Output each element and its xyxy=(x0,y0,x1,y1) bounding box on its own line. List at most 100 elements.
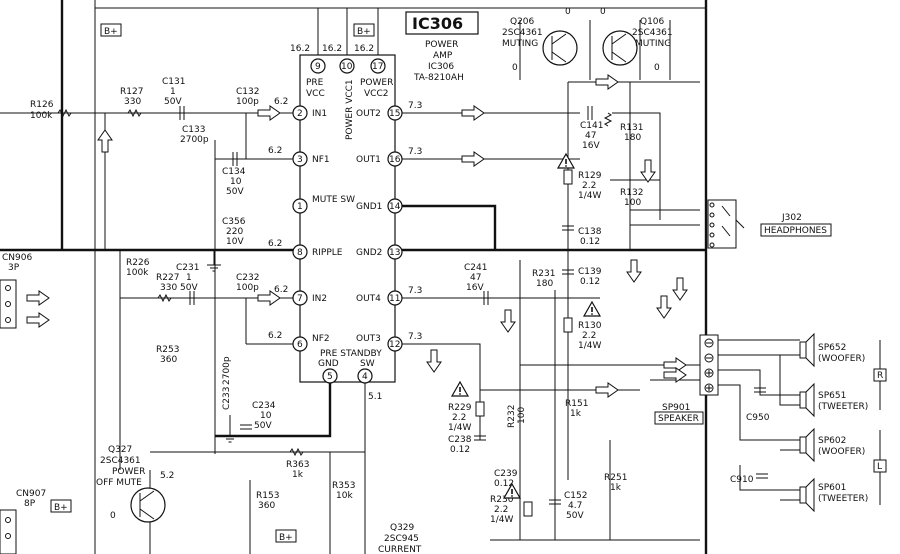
c231-rating: 50V xyxy=(180,283,198,293)
pin-9: 9 xyxy=(310,58,326,74)
c131-value: 1 xyxy=(170,87,176,97)
q106-function: MUTING xyxy=(635,39,671,49)
ic-ref-small: IC306 xyxy=(428,62,454,72)
svg-text:SP602: SP602 xyxy=(818,436,846,446)
pin-7-name: IN2 xyxy=(312,294,327,304)
c231-value: 1 xyxy=(186,273,192,283)
r132-ref: R132 xyxy=(620,188,643,198)
rail-label-4: B+ xyxy=(279,533,293,543)
ic-function-1: POWER xyxy=(425,40,458,50)
c239-ref: C239 xyxy=(494,469,518,479)
pin-5-name: GND xyxy=(318,359,339,369)
r253-value: 360 xyxy=(160,355,177,365)
v-pin11: 7.3 xyxy=(408,286,422,296)
j302-label: HEADPHONES xyxy=(764,226,827,236)
q329-ref: Q329 xyxy=(390,523,415,533)
c950-ref: C950 xyxy=(746,413,770,423)
c152-rating: 50V xyxy=(566,511,584,521)
pin-2: 2 xyxy=(292,105,308,121)
ic-part-number: TA-8210AH xyxy=(413,73,464,83)
vcc-label-power: POWER xyxy=(360,78,393,88)
c238-ref: C238 xyxy=(448,435,472,445)
q327-transistor: Q327 2SC4361 POWER OFF MUTE 5.2 0 xyxy=(96,445,174,523)
speaker-sp601: SP601 (TWEETER) xyxy=(799,477,868,513)
r229-value: 2.2 xyxy=(452,413,466,423)
r363-ref: R363 xyxy=(286,460,309,470)
q106-transistor: Q106 2SC4361 MUTING 0 0 xyxy=(600,7,673,73)
pin-14: 14 xyxy=(387,198,403,214)
ground-icon xyxy=(206,264,238,443)
r131-value: 180 xyxy=(624,133,641,143)
pin-5: 5 xyxy=(322,368,338,384)
j302-headphone-jack: J302 HEADPHONES xyxy=(707,199,832,249)
v-pin7: 6.2 xyxy=(274,285,288,295)
svg-text:2: 2 xyxy=(297,109,303,119)
pin-4-name: SW xyxy=(360,359,375,369)
c241-value: 47 xyxy=(470,273,481,283)
c232-ref: C232 xyxy=(236,273,259,283)
pin-11-name: OUT4 xyxy=(356,294,381,304)
q106-part: 2SC4361 xyxy=(632,28,673,38)
svg-text:15: 15 xyxy=(389,109,400,119)
r251-ref: R251 xyxy=(604,473,627,483)
svg-text:(TWEETER): (TWEETER) xyxy=(818,494,868,504)
sp901-speaker-connector: SP901 SPEAKER xyxy=(654,334,719,425)
c132-value: 100p xyxy=(236,97,259,107)
q327-ref: Q327 xyxy=(108,445,132,455)
sp901-ref: SP901 xyxy=(662,403,690,413)
q329-transistor: Q329 2SC945 CURRENT xyxy=(378,523,422,554)
q206-transistor: Q206 2SC4361 MUTING 0 0 xyxy=(502,7,578,73)
c234-value: 10 xyxy=(260,411,272,421)
svg-text:5.2: 5.2 xyxy=(160,471,174,481)
c234-rating: 50V xyxy=(254,421,272,431)
pin-13-name: GND2 xyxy=(356,248,382,258)
svg-text:(WOOFER): (WOOFER) xyxy=(818,354,865,364)
r131-ref: R131 xyxy=(620,123,643,133)
svg-text:12: 12 xyxy=(389,340,400,350)
v-pin16: 7.3 xyxy=(408,147,422,157)
svg-text:7: 7 xyxy=(297,294,303,304)
q327-function-1: POWER xyxy=(112,467,145,477)
c139-value: 0.12 xyxy=(580,277,600,287)
c134-value: 10 xyxy=(230,177,242,187)
r353-value: 10k xyxy=(336,491,353,501)
r126-ref: R126 xyxy=(30,100,54,110)
c356-value: 220 xyxy=(226,227,243,237)
c131-ref: C131 xyxy=(162,77,185,87)
c152-ref: C152 xyxy=(564,491,587,501)
speaker-sp651: SP651 (TWEETER) xyxy=(799,382,868,418)
r232-ref: R232 xyxy=(507,405,517,428)
r153-value: 360 xyxy=(258,501,275,511)
c141-rating: 16V xyxy=(582,141,600,151)
svg-text:1: 1 xyxy=(297,202,303,212)
r130-rating: 1/4W xyxy=(578,341,601,351)
cn906-connector: CN906 3P xyxy=(0,253,32,329)
pin-2-name: IN1 xyxy=(312,109,327,119)
pin-16-name: OUT1 xyxy=(356,155,381,165)
pin-10: 10 xyxy=(339,58,355,74)
r232-value: 100 xyxy=(517,407,527,424)
pin-16: 16 xyxy=(387,151,403,167)
r227-ref: R227 xyxy=(156,273,179,283)
svg-text:4: 4 xyxy=(362,372,368,382)
c131-rating: 50V xyxy=(164,97,182,107)
q206-function: MUTING xyxy=(502,39,538,49)
q329-part: 2SC945 xyxy=(384,534,419,544)
r151-ref: R151 xyxy=(565,399,588,409)
speaker-sp652: SP652 (WOOFER) xyxy=(799,332,865,368)
svg-text:SP601: SP601 xyxy=(818,483,846,493)
svg-text:11: 11 xyxy=(389,294,400,304)
q106-ref: Q106 xyxy=(640,17,665,27)
pin-6: 6 xyxy=(292,336,308,352)
c356-rating: 10V xyxy=(226,237,244,247)
pin-12: 12 xyxy=(387,336,403,352)
pin-3: 3 xyxy=(292,151,308,167)
r126-value: 100k xyxy=(30,111,53,121)
v-pin4: 5.1 xyxy=(368,392,382,402)
cn906-pins: 3P xyxy=(8,263,20,273)
c138-ref: C138 xyxy=(578,227,602,237)
c138-value: 0.12 xyxy=(580,237,600,247)
r129-rating: 1/4W xyxy=(578,191,601,201)
r229-rating: 1/4W xyxy=(448,423,471,433)
